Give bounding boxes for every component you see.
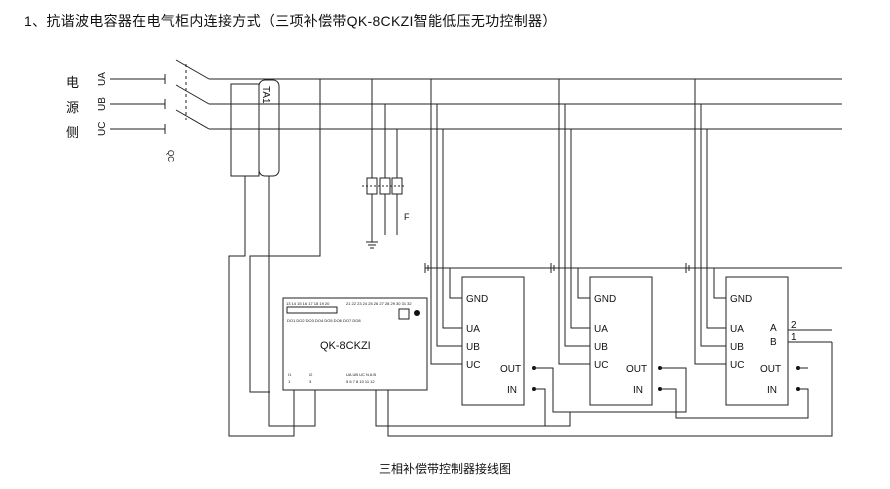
capacitor-unit-2: GND UA UB UC OUT IN: [558, 79, 809, 419]
controller-qk8ckzi: 13 14 15 16 17 18 19 20 21 22 23 24 25 2…: [282, 297, 428, 391]
unit3-in: IN: [767, 385, 777, 396]
controller-label-1: 1: [288, 379, 291, 384]
unit2-in: IN: [633, 385, 643, 396]
source-side-char-2: 源: [66, 101, 79, 116]
capacitor-unit-3: GND UA UB UC A B OUT IN 2 1: [694, 79, 832, 406]
main-bus-lines: [209, 78, 842, 130]
controller-pins-top-right: 21 22 23 24 25 26 27 28 29 30 31 32: [346, 301, 412, 306]
source-side-char-3: 侧: [66, 126, 79, 141]
unit3-ua: UA: [730, 324, 744, 335]
controller-voltage-labels: UA UB UC N A B: [346, 372, 376, 377]
unit3-ub: UB: [730, 342, 744, 353]
controller-label-3: 3: [309, 379, 312, 384]
main-switch-qc: QC: [166, 59, 210, 162]
unit1-out: OUT: [500, 364, 521, 375]
controller-do-labels: DO1 DO2 DO3 DO4 DO5 DO6 DO7 DO8: [287, 318, 361, 323]
unit2-ub: UB: [594, 342, 608, 353]
controller-voltage-numbers: 5 6 7 8 10 11 12: [346, 379, 375, 384]
unit3-b-num: 1: [791, 332, 797, 343]
unit3-a-num: 2: [791, 320, 797, 331]
unit2-ua: UA: [594, 324, 608, 335]
fuse-label: F: [404, 212, 410, 222]
capacitor-unit-1: GND UA UB UC OUT IN: [430, 79, 570, 426]
controller-signal-wiring: [375, 342, 833, 437]
controller-label-i1: I1: [288, 372, 292, 377]
phase-label-ub: UB: [97, 97, 108, 111]
unit2-out: OUT: [626, 364, 647, 375]
fuse-group-f: F: [362, 79, 410, 249]
diagram-title: 1、抗谐波电容器在电气柜内连接方式（三项补偿带QK-8CKZI智能低压无功控制器…: [24, 13, 557, 29]
unit2-uc: UC: [594, 360, 608, 371]
current-transformer-ta1: TA1: [230, 79, 280, 177]
ct-label: TA1: [260, 86, 271, 104]
source-bus-lines: [110, 74, 166, 134]
diagram-caption: 三相补偿带控制器接线图: [378, 462, 511, 476]
controller-label-i2: I2: [309, 372, 313, 377]
unit1-ua: UA: [466, 324, 480, 335]
unit1-uc: UC: [466, 360, 480, 371]
unit3-gnd: GND: [730, 294, 752, 305]
unit3-uc: UC: [730, 360, 744, 371]
unit1-gnd: GND: [466, 294, 488, 305]
ground-rail: [424, 263, 842, 273]
unit3-out: OUT: [760, 364, 781, 375]
controller-model-name: QK-8CKZI: [320, 340, 371, 352]
phase-label-ua: UA: [97, 72, 108, 86]
source-side-char-1: 电: [66, 76, 79, 91]
phase-label-uc: UC: [97, 122, 108, 136]
unit3-b: B: [770, 337, 777, 348]
unit1-ub: UB: [466, 342, 480, 353]
controller-pins-top-left: 13 14 15 16 17 18 19 20: [286, 301, 330, 306]
unit1-in: IN: [507, 385, 517, 396]
ct-wiring: [228, 79, 321, 437]
unit2-gnd: GND: [594, 294, 616, 305]
switch-label: QC: [166, 150, 175, 162]
unit3-a: A: [770, 323, 777, 334]
controller-indicator-dot: [414, 310, 420, 316]
